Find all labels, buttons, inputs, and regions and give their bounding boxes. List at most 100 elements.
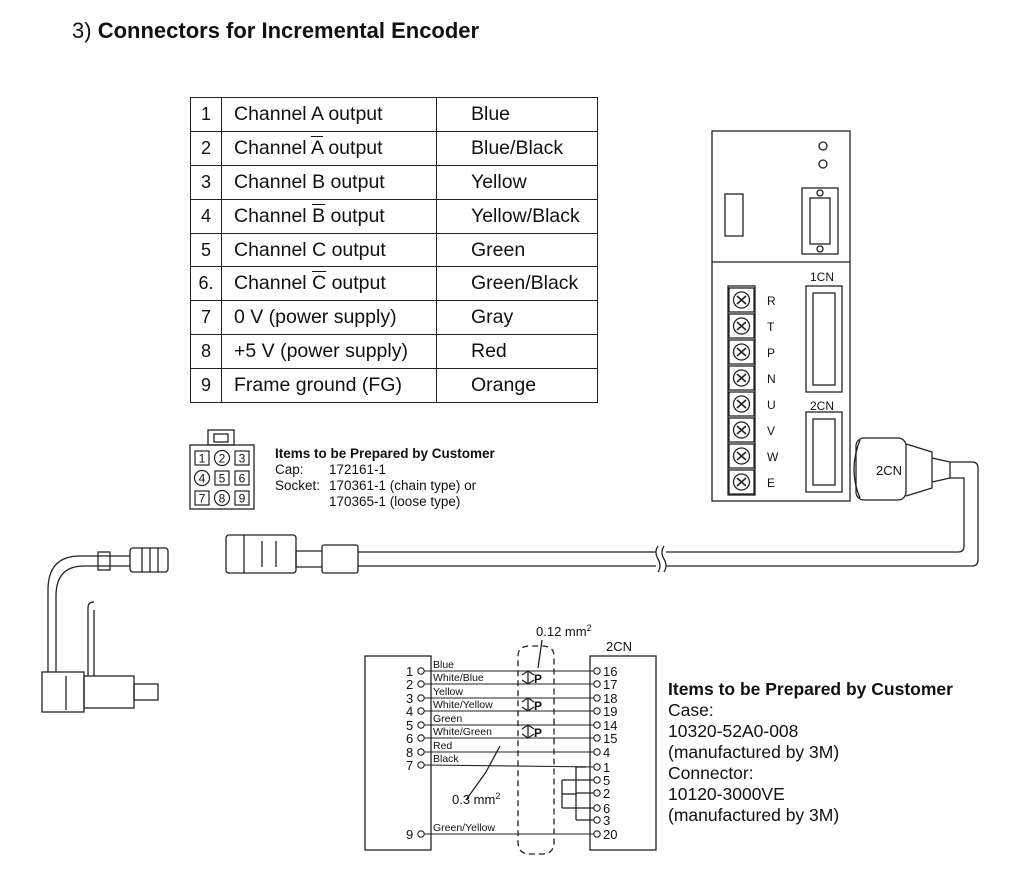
pin-label: 2: [219, 452, 226, 466]
shield-leader: [537, 639, 543, 669]
case-label: Case:: [668, 700, 714, 720]
section-title: Connectors for Incremental Encoder: [97, 18, 480, 43]
pin-terminal: [593, 748, 601, 756]
encoder-pin-number: 9: [406, 827, 413, 842]
driver-pin-number: 15: [603, 731, 617, 746]
pin-number: 3: [190, 164, 222, 200]
twisted-pair-label: P: [534, 672, 542, 686]
connector-pin: 3: [234, 450, 250, 466]
driver-cable-plug: [853, 437, 951, 501]
parts-title: Items to be Prepared by Customer: [275, 446, 495, 461]
connector-pin: 9: [234, 490, 250, 506]
pin-label: 5: [219, 472, 226, 486]
driver-2cn-label: 2CN: [810, 399, 834, 413]
pin-terminal: [417, 830, 425, 838]
section-number: 3): [72, 18, 92, 43]
inverted-channel-letter: B: [312, 204, 326, 227]
pin-number: 2: [190, 130, 222, 166]
pin-terminal: [593, 816, 601, 824]
pin-terminal: [593, 680, 601, 688]
pin-terminal: [417, 680, 425, 688]
encoder-connector-face: [189, 429, 255, 510]
pin-label: 3: [239, 452, 246, 466]
pin-label: 9: [239, 492, 246, 506]
wire-color-label: Black: [433, 753, 459, 765]
terminal-label: V: [767, 424, 775, 438]
signal-text: Channel: [234, 272, 313, 295]
connector-pin: 8: [213, 489, 231, 507]
terminal-screw: T: [728, 313, 775, 339]
signal-text: Channel: [234, 238, 313, 261]
pin-terminal: [593, 694, 601, 702]
wire-color-label: White/Blue: [433, 672, 484, 684]
cap-label: Cap:: [275, 462, 304, 477]
pin-label: 4: [199, 472, 206, 486]
shorted-pin-bracket: [561, 766, 594, 821]
signal-name: Channel B output: [221, 198, 437, 234]
pin-terminal: [417, 761, 425, 769]
connector-pin: 1: [194, 450, 210, 466]
terminal-label: R: [767, 294, 776, 308]
driver-pin-number: 3: [603, 813, 610, 828]
driver-pin-number: 14: [603, 718, 617, 733]
driver-pin-number: 17: [603, 677, 617, 692]
connector-value: 10120-3000VE: [668, 784, 785, 804]
signal-text: +5 V (power supply): [234, 340, 408, 363]
signal-wires: [417, 667, 601, 838]
twisted-pair-label: P: [534, 699, 542, 713]
connector-pin: 2: [213, 449, 231, 467]
cable-shield: [517, 645, 555, 855]
signal-text: Frame ground (FG): [234, 374, 402, 397]
signal-name: +5 V (power supply): [221, 334, 437, 370]
pin-number: 9: [190, 368, 222, 404]
encoder-pin-number: 5: [406, 718, 413, 733]
servo-motor: [41, 547, 169, 713]
signal-text: B output: [312, 170, 385, 193]
driver-1cn-label: 1CN: [810, 270, 834, 284]
terminal-label: E: [767, 476, 775, 490]
pin-row: 8+5 V (power supply)Red: [190, 334, 598, 370]
wire-leader-2: [465, 771, 487, 801]
encoder-side-connector-box: [364, 655, 432, 851]
encoder-pin-number: 2: [406, 677, 413, 692]
connector-pin: 5: [214, 470, 230, 486]
terminal-screw: N: [728, 365, 776, 391]
wire-color: Yellow/Black: [436, 198, 598, 234]
driver-pin-number: 6: [603, 801, 610, 816]
case-value: 10320-52A0-008: [668, 721, 799, 741]
driver-pin-number: 2: [603, 786, 610, 801]
terminal-screw: W: [728, 443, 779, 469]
pin-number: 6.: [190, 266, 222, 302]
signal-name: Channel C output: [221, 266, 437, 302]
wire-size-label: 0.3 mm2: [452, 791, 500, 807]
terminal-label: T: [767, 320, 775, 334]
pin-terminal: [417, 694, 425, 702]
driver-pin-number: 1: [603, 760, 610, 775]
wire-color-label: Green: [433, 713, 462, 725]
wire-color-label: Green/Yellow: [433, 822, 495, 834]
connector-maker: (manufactured by 3M): [668, 805, 840, 825]
signal-text: 0 V (power supply): [234, 306, 397, 329]
pin-label: 8: [219, 492, 226, 506]
wire-color: Blue/Black: [436, 130, 598, 166]
parts-title: Items to be Prepared by Customer: [668, 679, 953, 699]
encoder-pin-number: 1: [406, 664, 413, 679]
wire-color: Gray: [436, 300, 598, 336]
signal-text: C output: [312, 238, 386, 261]
encoder-pin-number: 3: [406, 691, 413, 706]
terminal-screw: R: [728, 287, 776, 313]
signal-text: Channel: [234, 102, 311, 125]
pin-label: 7: [199, 492, 206, 506]
wire-color: Green/Black: [436, 266, 598, 302]
pin-number: 8: [190, 334, 222, 370]
pin-terminal: [593, 707, 601, 715]
driver-2cn-connector-box: [589, 655, 657, 851]
pin-terminal: [593, 763, 601, 771]
pin-terminal: [417, 667, 425, 675]
pin-terminal: [417, 734, 425, 742]
pin-terminal: [593, 667, 601, 675]
